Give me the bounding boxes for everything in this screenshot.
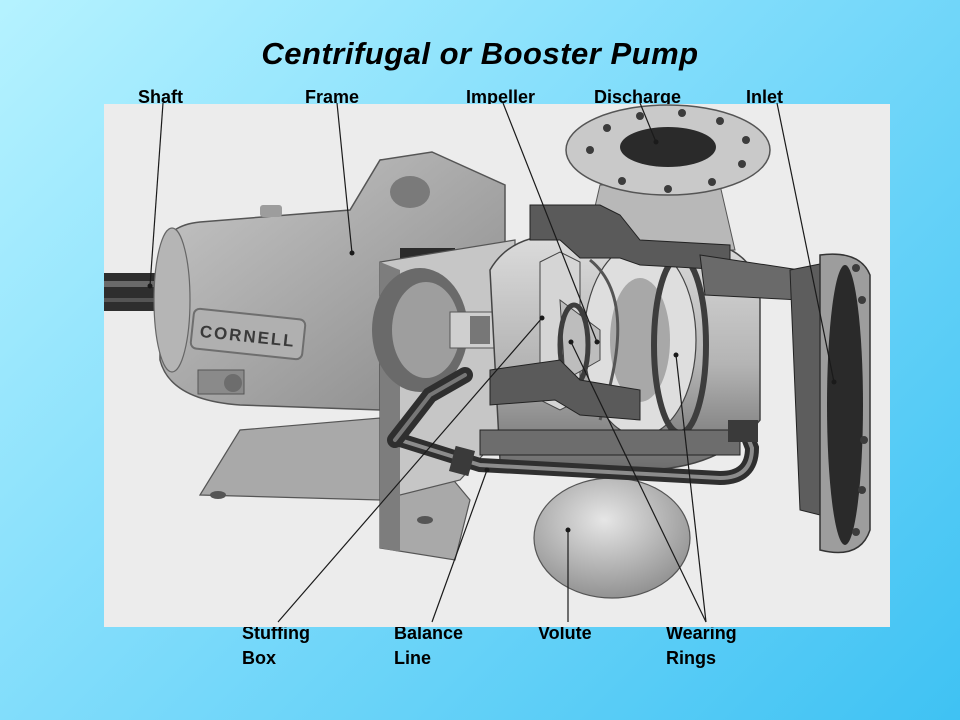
- leader-impeller: [502, 102, 598, 343]
- leader-discharge: [639, 102, 657, 143]
- label-impeller: Impeller: [466, 87, 536, 107]
- leader-balance-line: [431, 469, 488, 623]
- casing-cutaway: [479, 204, 801, 456]
- pump-inlet: [789, 253, 871, 554]
- leader-dots: [147, 139, 837, 533]
- label-wearing-rings-line1: Wearing: [666, 623, 737, 643]
- leader-wearing-rings-outer: [675, 354, 707, 623]
- label-frame: Frame: [305, 87, 360, 107]
- bearing-housing: [372, 268, 531, 392]
- leader-inlet: [776, 102, 835, 383]
- label-stuffing-box-line2: Box: [242, 648, 277, 668]
- leader-lines: [149, 102, 835, 623]
- label-wearing-rings: Wearing Rings: [666, 621, 737, 671]
- diagram-title: Centrifugal or Booster Pump: [261, 36, 699, 71]
- label-balance-line: Balance Line: [394, 621, 463, 671]
- label-inlet: Inlet: [746, 87, 784, 107]
- label-stuffing-box-line1: Stuffing: [242, 623, 310, 643]
- leader-wearing-rings-inner: [570, 341, 707, 623]
- label-balance-line-line2: Line: [394, 648, 432, 668]
- leader-stuffing-box: [277, 317, 543, 623]
- label-wearing-rings-line2: Rings: [666, 648, 717, 668]
- leader-frame: [336, 102, 353, 254]
- pump-balance-line: [387, 367, 760, 486]
- label-shaft: Shaft: [138, 87, 183, 107]
- label-volute: Volute: [538, 623, 592, 643]
- label-balance-line-line1: Balance: [394, 623, 464, 643]
- leader-shaft: [149, 102, 164, 287]
- label-stuffing-box: Stuffing Box: [242, 621, 310, 671]
- pump-discharge: [565, 104, 771, 251]
- label-discharge: Discharge: [594, 87, 682, 107]
